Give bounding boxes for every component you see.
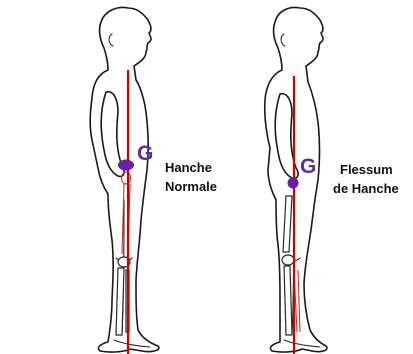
body-outline-normal: [90, 8, 159, 353]
g-label-flexum: G: [300, 155, 316, 178]
caption-flexum-line1: Flessum: [340, 162, 393, 177]
figure-flexum-hip: G Flessum de Hanche: [265, 8, 399, 354]
g-label-normal: G: [137, 142, 153, 165]
tibia-normal: [116, 268, 124, 335]
center-of-gravity-normal: [118, 160, 134, 171]
figure-normal-hip: G Hanche Normale: [90, 8, 217, 354]
caption-flexum-line2: de Hanche: [333, 181, 399, 196]
caption-normal-line2: Normale: [165, 179, 217, 194]
caption-normal-line1: Hanche: [165, 160, 212, 175]
center-of-gravity-flexum: [288, 178, 299, 189]
patella-flexum: [282, 255, 294, 265]
tibia-flexum: [284, 266, 292, 335]
